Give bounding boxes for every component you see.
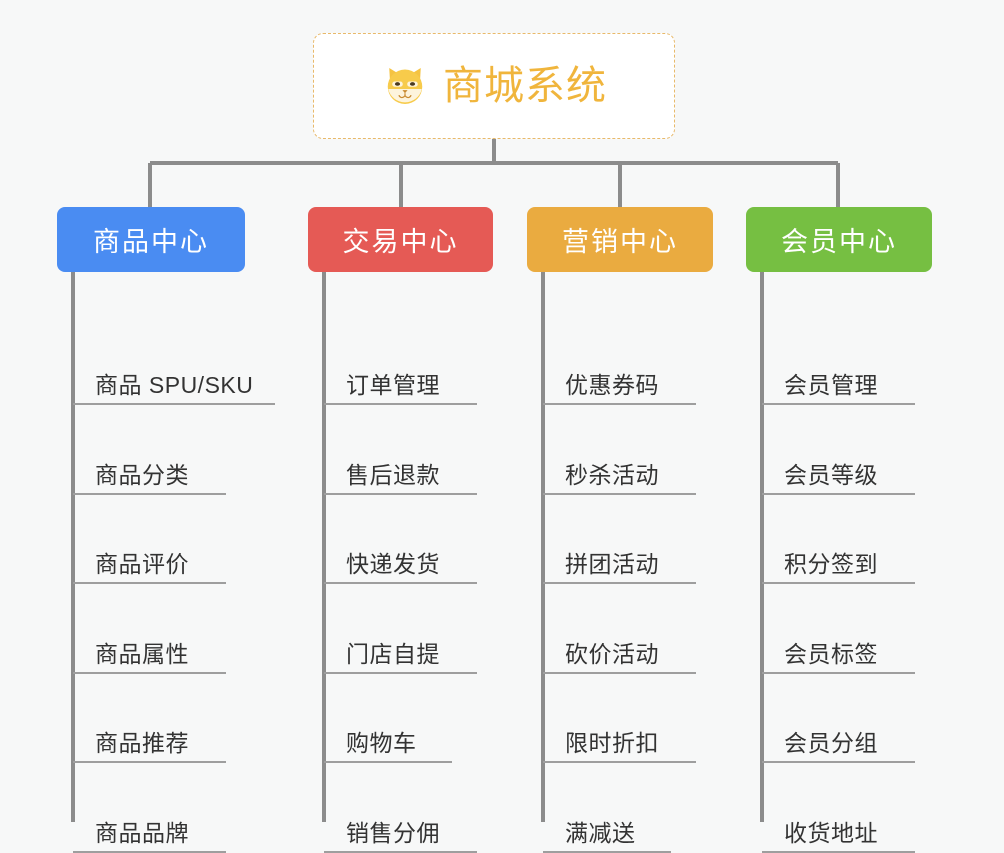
column-trade-center: 交易中心 订单管理售后退款快递发货门店自提购物车销售分佣 [308,207,493,853]
leaf-item[interactable]: 售后退款 [324,451,477,495]
leaf-item-label: 会员等级 [784,461,878,488]
category-label: 会员中心 [781,227,897,257]
leaf-item-label: 会员分组 [784,730,878,756]
category-label: 营销中心 [562,227,678,257]
category-label: 交易中心 [342,227,459,257]
leaf-item[interactable]: 积分签到 [762,540,915,584]
leaf-item[interactable]: 商品属性 [73,630,226,674]
leaf-item[interactable]: 砍价活动 [543,630,696,674]
leaf-item-label: 砍价活动 [565,640,659,667]
leaf-item-label: 收货地址 [784,819,878,846]
leaf-item[interactable]: 商品评价 [73,540,226,584]
leaf-item-label: 订单管理 [346,372,440,398]
leaf-item[interactable]: 订单管理 [324,361,477,405]
leaf-item-label: 商品评价 [95,551,189,577]
leaf-item-label: 销售分佣 [346,819,440,846]
leaf-item[interactable]: 门店自提 [324,630,477,674]
root-node-mall-system[interactable]: 商城系统 [313,33,675,139]
leaf-item[interactable]: 限时折扣 [543,719,696,763]
root-node-label: 商城系统 [443,64,607,108]
leaf-item[interactable]: 商品品牌 [73,809,226,853]
leaf-item-label: 优惠券码 [565,372,659,398]
category-box-marketing-center[interactable]: 营销中心 [527,207,713,272]
leaf-item-label: 会员管理 [784,372,878,398]
leaf-item-label: 拼团活动 [565,551,659,577]
column-member-center: 会员中心 会员管理会员等级积分签到会员标签会员分组收货地址 [746,207,932,853]
leaf-item[interactable]: 会员分组 [762,719,915,763]
leaf-item[interactable]: 商品分类 [73,451,226,495]
leaf-item-label: 快递发货 [346,551,440,577]
shiba-dog-face-icon [387,68,423,104]
category-box-trade-center[interactable]: 交易中心 [308,207,493,272]
leaf-item-label: 商品属性 [95,640,189,667]
leaf-item-label: 会员标签 [784,640,878,667]
leaf-item[interactable]: 满减送 [543,809,671,853]
leaf-item-label: 商品 SPU/SKU [95,372,254,398]
leaf-item[interactable]: 会员标签 [762,630,915,674]
leaf-item[interactable]: 商品推荐 [73,719,226,763]
leaf-item[interactable]: 秒杀活动 [543,451,696,495]
leaf-item-label: 购物车 [346,730,417,756]
leaf-item[interactable]: 购物车 [324,719,452,763]
leaf-item-label: 秒杀活动 [565,461,659,488]
category-label: 商品中心 [93,227,209,257]
category-box-product-center[interactable]: 商品中心 [57,207,245,272]
leaf-item-label: 积分签到 [784,551,878,577]
leaf-item[interactable]: 会员等级 [762,451,915,495]
leaf-item-label: 商品分类 [95,461,189,488]
leaf-item-label: 商品推荐 [95,730,189,756]
leaf-item[interactable]: 商品 SPU/SKU [73,361,275,405]
leaf-item[interactable]: 销售分佣 [324,809,477,853]
column-marketing-center: 营销中心 优惠券码秒杀活动拼团活动砍价活动限时折扣满减送 [527,207,713,853]
leaf-item-label: 门店自提 [346,640,440,667]
leaf-item[interactable]: 收货地址 [762,809,915,853]
leaf-item-label: 售后退款 [346,461,440,488]
leaf-item[interactable]: 会员管理 [762,361,915,405]
leaf-item[interactable]: 快递发货 [324,540,477,584]
leaf-item[interactable]: 优惠券码 [543,361,696,405]
leaf-item-label: 限时折扣 [565,730,659,756]
leaf-item-label: 商品品牌 [95,819,189,846]
leaf-item-label: 满减送 [565,819,636,846]
category-box-member-center[interactable]: 会员中心 [746,207,932,272]
column-product-center: 商品中心 商品 SPU/SKU 商品分类商品评价商品属性商品推荐商品品牌 [57,207,275,853]
leaf-item[interactable]: 拼团活动 [543,540,696,584]
